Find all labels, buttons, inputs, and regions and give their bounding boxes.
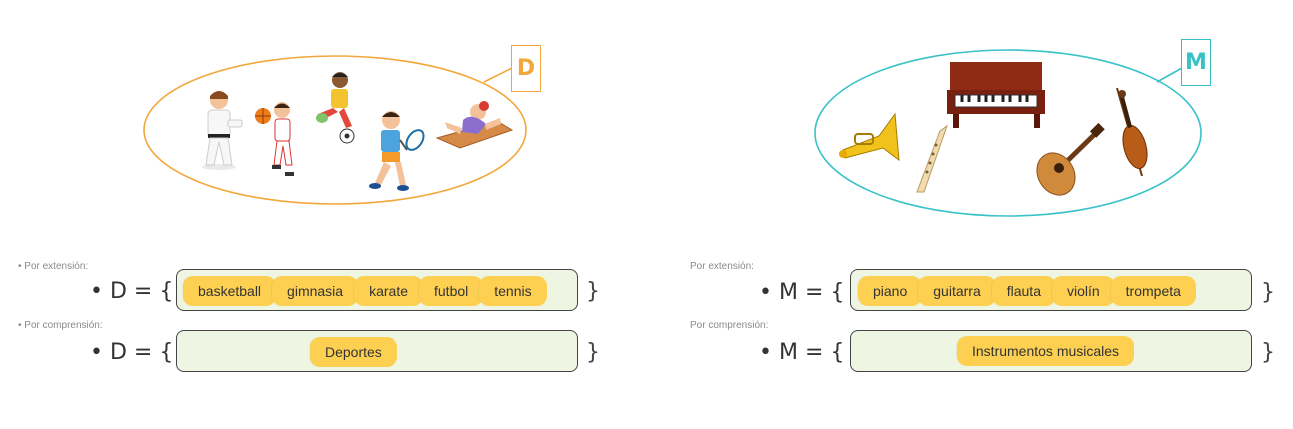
set-m-comprehension-close-brace: } [1261,340,1275,365]
set-d-comprehension-prefix: • D = { [90,340,174,365]
piano-icon [947,62,1045,128]
set-d-extension-prefix: • D = { [90,279,174,304]
set-m-panel: M Por extensión: • M = { piano guitarra … [647,0,1293,429]
chip-tennis[interactable]: tennis [479,276,547,306]
set-d-panel: D • Por extensión: • D = { basketball gi… [0,0,646,429]
chip-flauta[interactable]: flauta [991,276,1056,306]
soccer-player-icon [316,72,355,144]
tennis-player-icon [369,111,425,191]
chip-basketball[interactable]: basketball [183,276,277,306]
set-d-extension-label: • Por extensión: [18,261,89,272]
set-m-comprehension-chips: Instrumentos musicales [957,336,1135,366]
set-d-ellipse [143,55,527,205]
set-d-extension-chips: basketball gimnasia karate futbol tennis [183,276,547,306]
set-m-extension-prefix: • M = { [759,280,845,305]
set-d-comprehension-close-brace: } [586,340,600,365]
gymnast-icon [435,101,514,149]
set-d-comprehension-chips: Deportes [310,337,397,367]
chip-karate[interactable]: karate [354,276,423,306]
chip-deportes[interactable]: Deportes [310,337,397,367]
set-d-tag: D [511,45,541,92]
set-d-comprehension-label: • Por comprensión: [18,320,103,331]
set-m-diagram [814,49,1202,217]
set-m-tag: M [1181,39,1211,86]
chip-futbol[interactable]: futbol [419,276,484,306]
set-m-tag-connector [1156,67,1183,83]
chip-piano[interactable]: piano [858,276,923,306]
set-m-comprehension-label: Por comprensión: [690,320,769,331]
set-m-ellipse [814,49,1202,217]
set-m-extension-label: Por extensión: [690,261,754,272]
set-m-extension-close-brace: } [1261,280,1275,305]
violin-icon [1116,87,1148,177]
set-d-tag-connector [483,67,513,83]
chip-violin[interactable]: violín [1051,276,1115,306]
guitar-icon [1036,122,1105,196]
karate-kid-icon [202,91,243,170]
set-d-diagram [143,55,527,205]
chip-gimnasia[interactable]: gimnasia [272,276,359,306]
chip-instrumentos-musicales[interactable]: Instrumentos musicales [957,336,1135,366]
set-m-comprehension-prefix: • M = { [759,340,845,365]
chip-trompeta[interactable]: trompeta [1110,276,1196,306]
basketball-player-icon [255,102,294,176]
set-d-extension-close-brace: } [586,279,600,304]
trumpet-icon [839,112,900,162]
set-m-extension-chips: piano guitarra flauta violín trompeta [858,276,1196,306]
chip-guitarra[interactable]: guitarra [918,276,996,306]
flute-icon [916,124,948,193]
